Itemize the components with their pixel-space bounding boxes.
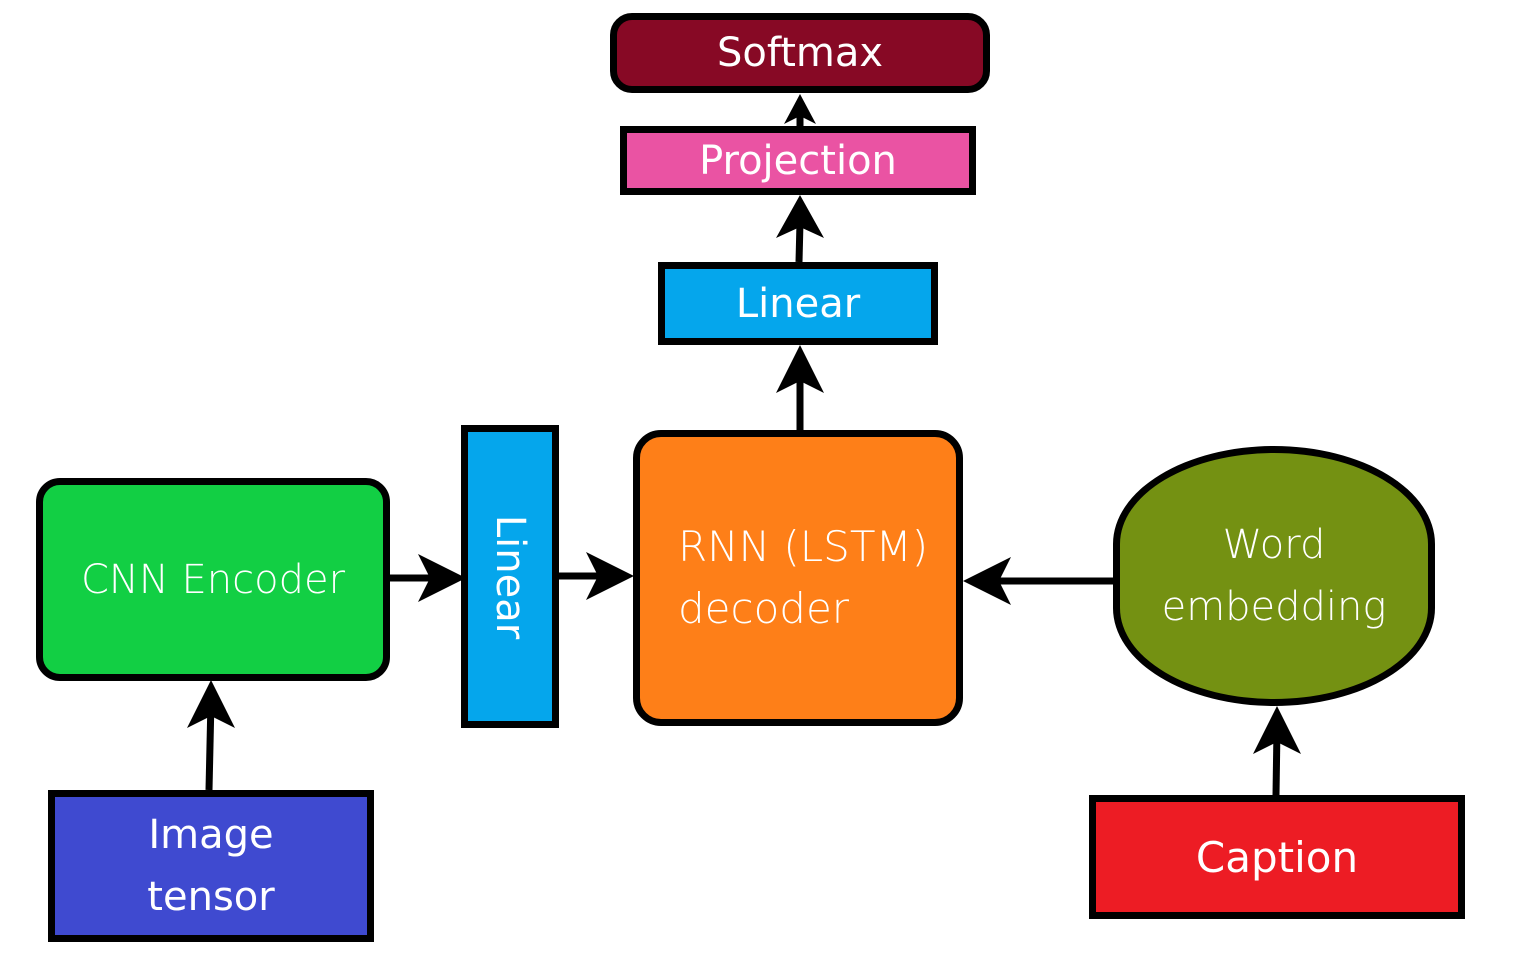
image-tensor-label-line1: Image [148, 812, 274, 858]
linear-output-node: Linear [658, 262, 938, 345]
rnn-decoder-label-line1: RNN (LSTM) [678, 522, 929, 571]
arrowhead-image-to-cnn [187, 680, 235, 728]
rnn-decoder-text: RNN (LSTM) decoder [678, 516, 928, 640]
caption-label: Caption [1195, 832, 1359, 882]
arrowhead-cnn-to-linear [418, 554, 466, 602]
caption-node: Caption [1089, 795, 1465, 919]
arrow-linear-to-projection [795, 221, 804, 263]
image-tensor-label-line2: tensor [147, 874, 275, 920]
image-tensor-text: Image tensor [147, 804, 274, 928]
word-embedding-label-line2: embedding [1161, 584, 1387, 630]
arrowhead-projection-to-softmax [784, 94, 816, 124]
rnn-decoder-label-line2: decoder [678, 584, 850, 633]
arrowhead-linear-to-projection [776, 195, 824, 238]
image-tensor-node: Image tensor [48, 790, 374, 942]
cnn-encoder-node: CNN Encoder [36, 478, 390, 681]
arrowhead-word-to-rnn [963, 557, 1011, 605]
linear-bridge-label: Linear [487, 514, 534, 639]
linear-bridge-node: Linear [461, 425, 559, 728]
softmax-label: Softmax [716, 30, 884, 76]
word-embedding-label-line1: Word [1222, 522, 1326, 568]
word-embedding-node: Word embedding [1113, 446, 1435, 706]
softmax-node: Softmax [610, 13, 990, 93]
arrowhead-rnn-to-linear [776, 345, 824, 393]
linear-output-label: Linear [735, 280, 861, 327]
projection-node: Projection [620, 126, 976, 195]
arrowhead-caption-to-word [1253, 706, 1301, 754]
word-embedding-text: Word embedding [1162, 514, 1387, 638]
cnn-encoder-label: CNN Encoder [80, 556, 346, 603]
rnn-decoder-node: RNN (LSTM) decoder [633, 430, 963, 726]
arrowhead-linear-to-rnn [586, 552, 634, 600]
projection-label: Projection [699, 137, 897, 184]
